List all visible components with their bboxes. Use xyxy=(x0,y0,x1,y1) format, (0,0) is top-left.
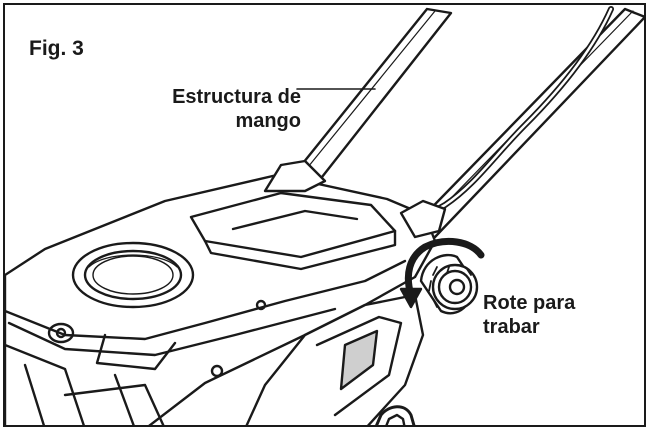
rotate-to-lock-callout: Rote para trabar xyxy=(483,291,575,339)
control-cable xyxy=(402,6,614,222)
handle-frame-callout-line1: Estructura de xyxy=(172,86,301,108)
figure-frame: Fig. 3 Estructura de mango Rote para tra… xyxy=(3,3,646,427)
handle-frame-callout-line2: mango xyxy=(235,110,301,132)
handle-frame-callout: Estructura de mango xyxy=(153,85,301,133)
figure-label: Fig. 3 xyxy=(29,37,84,60)
knob-icon xyxy=(419,253,479,315)
rotation-arrow-icon xyxy=(399,238,485,309)
snow-thrower-illustration xyxy=(5,6,644,425)
rotate-to-lock-callout-line2: trabar xyxy=(483,316,540,338)
rotate-to-lock-callout-line1: Rote para xyxy=(483,292,576,314)
machine-body xyxy=(5,159,447,425)
